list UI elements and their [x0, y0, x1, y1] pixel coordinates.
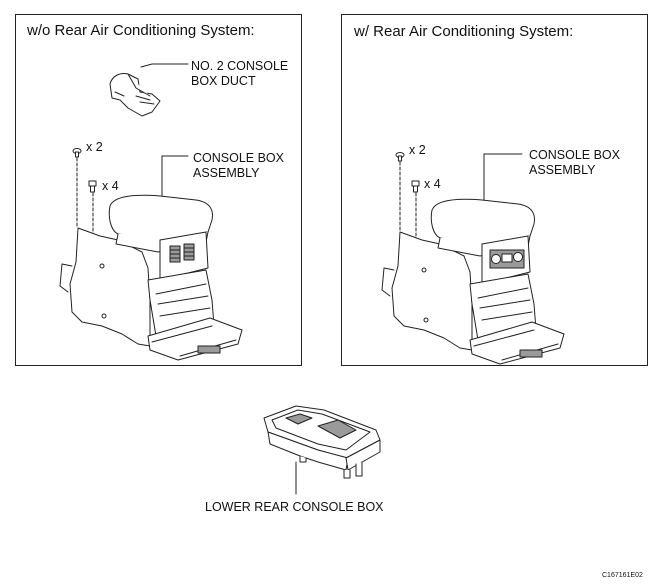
console-label-line1: CONSOLE BOX: [193, 151, 284, 165]
screw-count: x 2: [409, 143, 426, 157]
console-label-line1: CONSOLE BOX: [529, 148, 620, 162]
screw-count: x 2: [86, 140, 103, 154]
no2-console-box-duct: [109, 73, 161, 117]
lower-rear-console-box: [263, 405, 381, 479]
bolt-icon: [88, 180, 97, 193]
console-box-assembly: [59, 194, 243, 361]
console-label-line2: ASSEMBLY: [193, 166, 260, 180]
duct-label-line2: BOX DUCT: [191, 74, 256, 88]
panel-with-rear-ac: w/ Rear Air Conditioning System: x 2 x 4…: [341, 14, 648, 366]
screw-icon: [72, 148, 82, 158]
bolt-count: x 4: [102, 179, 119, 193]
screw-icon: [395, 152, 405, 162]
bolt-icon: [411, 180, 420, 193]
panel-heading: w/ Rear Air Conditioning System:: [354, 23, 574, 40]
duct-label: NO. 2 CONSOLE BOX DUCT: [191, 59, 288, 89]
console-box-assembly: [381, 198, 565, 365]
lower-rear-console-box-label: LOWER REAR CONSOLE BOX: [205, 500, 384, 514]
console-label-line2: ASSEMBLY: [529, 163, 596, 177]
console-box-label: CONSOLE BOX ASSEMBLY: [193, 151, 284, 181]
bolt-count: x 4: [424, 177, 441, 191]
panel-without-rear-ac: w/o Rear Air Conditioning System: NO. 2 …: [15, 14, 302, 366]
panel-heading: w/o Rear Air Conditioning System:: [27, 22, 255, 39]
duct-label-line1: NO. 2 CONSOLE: [191, 59, 289, 73]
console-box-label: CONSOLE BOX ASSEMBLY: [529, 148, 620, 178]
figure-code: C167161E02: [602, 572, 643, 579]
